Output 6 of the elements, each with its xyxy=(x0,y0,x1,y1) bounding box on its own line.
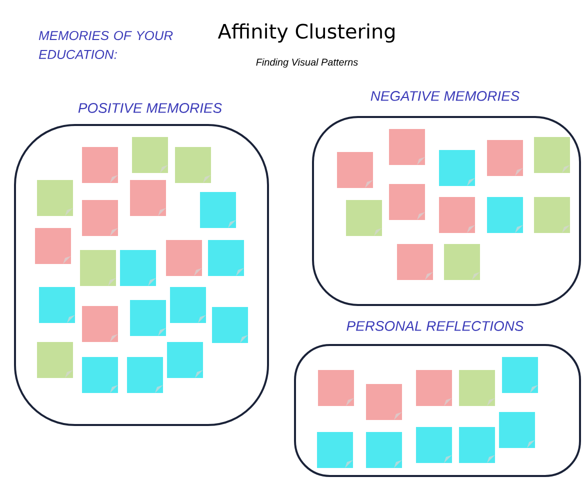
heading-note: MEMORIES OF YOUR EDUCATION: xyxy=(38,30,173,60)
cluster-heading: POSITIVE MEMORIES xyxy=(78,103,222,113)
cluster-heading: NEGATIVE MEMORIES xyxy=(370,91,520,101)
cluster-heading: PERSONAL REFLECTIONS xyxy=(346,321,524,331)
title: Affinity Clustering xyxy=(218,23,394,43)
subtitle: Finding Visual Patterns xyxy=(256,58,358,68)
